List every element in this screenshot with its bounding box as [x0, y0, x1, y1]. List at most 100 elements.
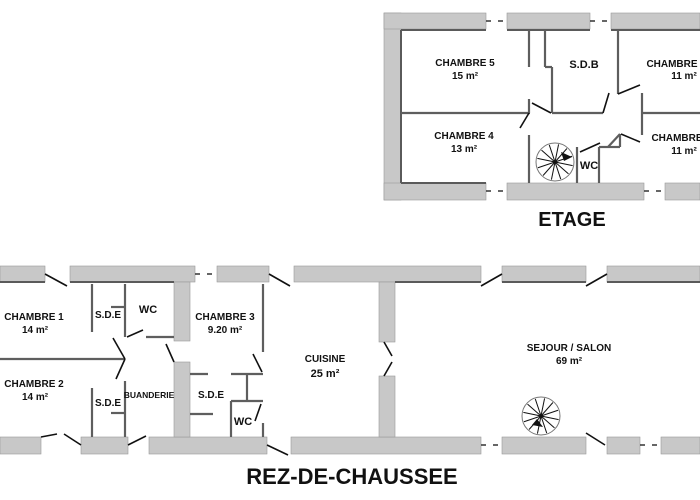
- stair-tread: [550, 161, 556, 180]
- wall: [383, 182, 487, 201]
- door: [519, 112, 530, 129]
- stair-tread: [527, 403, 542, 417]
- room-label: CHAMBRE 2: [4, 379, 64, 390]
- stair-tread: [540, 398, 546, 417]
- wall: [506, 182, 645, 201]
- wall: [80, 436, 129, 455]
- wall: [378, 281, 396, 343]
- room-label: S.D.B: [569, 59, 598, 71]
- door: [531, 102, 552, 114]
- wall: [293, 265, 482, 283]
- door: [383, 341, 393, 357]
- door: [617, 84, 641, 95]
- room-area: 11 m²: [671, 146, 697, 157]
- spiral-staircase-icon: [535, 142, 575, 182]
- stair-tread: [554, 161, 573, 167]
- room-area: 14 m²: [22, 392, 49, 403]
- door: [254, 403, 262, 422]
- wall: [290, 436, 482, 455]
- room-area: 9.20 m²: [208, 325, 243, 336]
- stair-tread: [554, 148, 568, 163]
- room-label: CHAMBRE 5: [435, 58, 495, 69]
- door: [252, 353, 263, 373]
- stair-tread: [540, 415, 555, 429]
- door: [126, 329, 144, 338]
- door: [620, 133, 641, 143]
- wall: [0, 265, 46, 283]
- wall: [610, 12, 700, 30]
- wall: [173, 361, 191, 438]
- wall: [606, 436, 641, 455]
- door: [266, 444, 289, 456]
- stair-tread: [540, 415, 548, 434]
- room-area: 11 m²: [671, 71, 697, 82]
- wall: [69, 265, 196, 283]
- stair-tread: [548, 144, 556, 163]
- door: [165, 343, 175, 363]
- room-label: S.D.E: [95, 310, 121, 321]
- wall: [383, 12, 487, 30]
- wall: [506, 12, 591, 30]
- stair-tread: [537, 157, 556, 163]
- room-label: S.D.E: [95, 398, 121, 409]
- room-label: CHAMBRE 3: [195, 312, 255, 323]
- floor-title: ETAGE: [538, 209, 605, 231]
- stair-tread: [554, 161, 562, 180]
- stair-tread: [540, 415, 559, 421]
- door: [480, 273, 503, 287]
- stair-tread: [523, 411, 542, 417]
- wall: [606, 265, 700, 283]
- room-label: BUANDERIE: [124, 390, 175, 400]
- wall: [383, 12, 402, 201]
- room-label: CHAMBRE 1: [4, 312, 64, 323]
- room-area: 13 m²: [451, 144, 478, 155]
- stair-tread: [541, 149, 556, 163]
- room-area: 14 m²: [22, 325, 49, 336]
- stair-tread: [554, 144, 560, 163]
- room-area: 25 m²: [311, 368, 340, 380]
- wall: [0, 436, 42, 455]
- wall: [216, 265, 270, 283]
- wall: [664, 182, 700, 201]
- wall: [501, 436, 587, 455]
- stair-tread: [537, 161, 556, 169]
- stair-tread: [542, 161, 556, 176]
- door: [40, 433, 58, 438]
- door: [602, 92, 610, 114]
- room-label: S.D.E: [198, 390, 224, 401]
- wall: [173, 281, 191, 342]
- stair-tread: [554, 161, 569, 175]
- room-label: WC: [139, 304, 157, 316]
- door: [115, 358, 126, 380]
- door: [44, 273, 68, 287]
- room-label: WC: [580, 160, 598, 172]
- door: [268, 273, 291, 287]
- door: [127, 435, 147, 446]
- door: [585, 273, 608, 287]
- wall: [501, 265, 587, 283]
- stair-tread: [540, 402, 554, 417]
- room-area: 15 m²: [452, 71, 479, 82]
- door: [383, 361, 393, 377]
- room-label: CUISINE: [305, 354, 346, 365]
- wall: [378, 375, 396, 438]
- wall: [148, 436, 268, 455]
- door: [63, 433, 82, 446]
- room-label: CHAMBRE: [646, 59, 697, 70]
- stair-tread: [540, 409, 559, 417]
- upper-floor-plan: CHAMBRE 5 15 m² S.D.B CHAMBRE 11 m² CHAM…: [383, 12, 700, 231]
- wall: [660, 436, 700, 455]
- room-label: CHAMBRE: [651, 133, 700, 144]
- room-label: SEJOUR / SALON: [527, 343, 611, 354]
- door: [112, 337, 126, 360]
- door: [579, 142, 601, 153]
- floor-title: REZ-DE-CHAUSSEE: [246, 464, 457, 489]
- spiral-staircase-icon: [521, 396, 561, 436]
- room-label: WC: [234, 416, 252, 428]
- ground-floor-plan: CHAMBRE 1 14 m² S.D.E WC CHAMBRE 3 9.20 …: [0, 265, 700, 489]
- room-label: CHAMBRE 4: [434, 131, 494, 142]
- door: [585, 432, 606, 446]
- room-area: 69 m²: [556, 356, 583, 367]
- stair-tread: [523, 415, 542, 423]
